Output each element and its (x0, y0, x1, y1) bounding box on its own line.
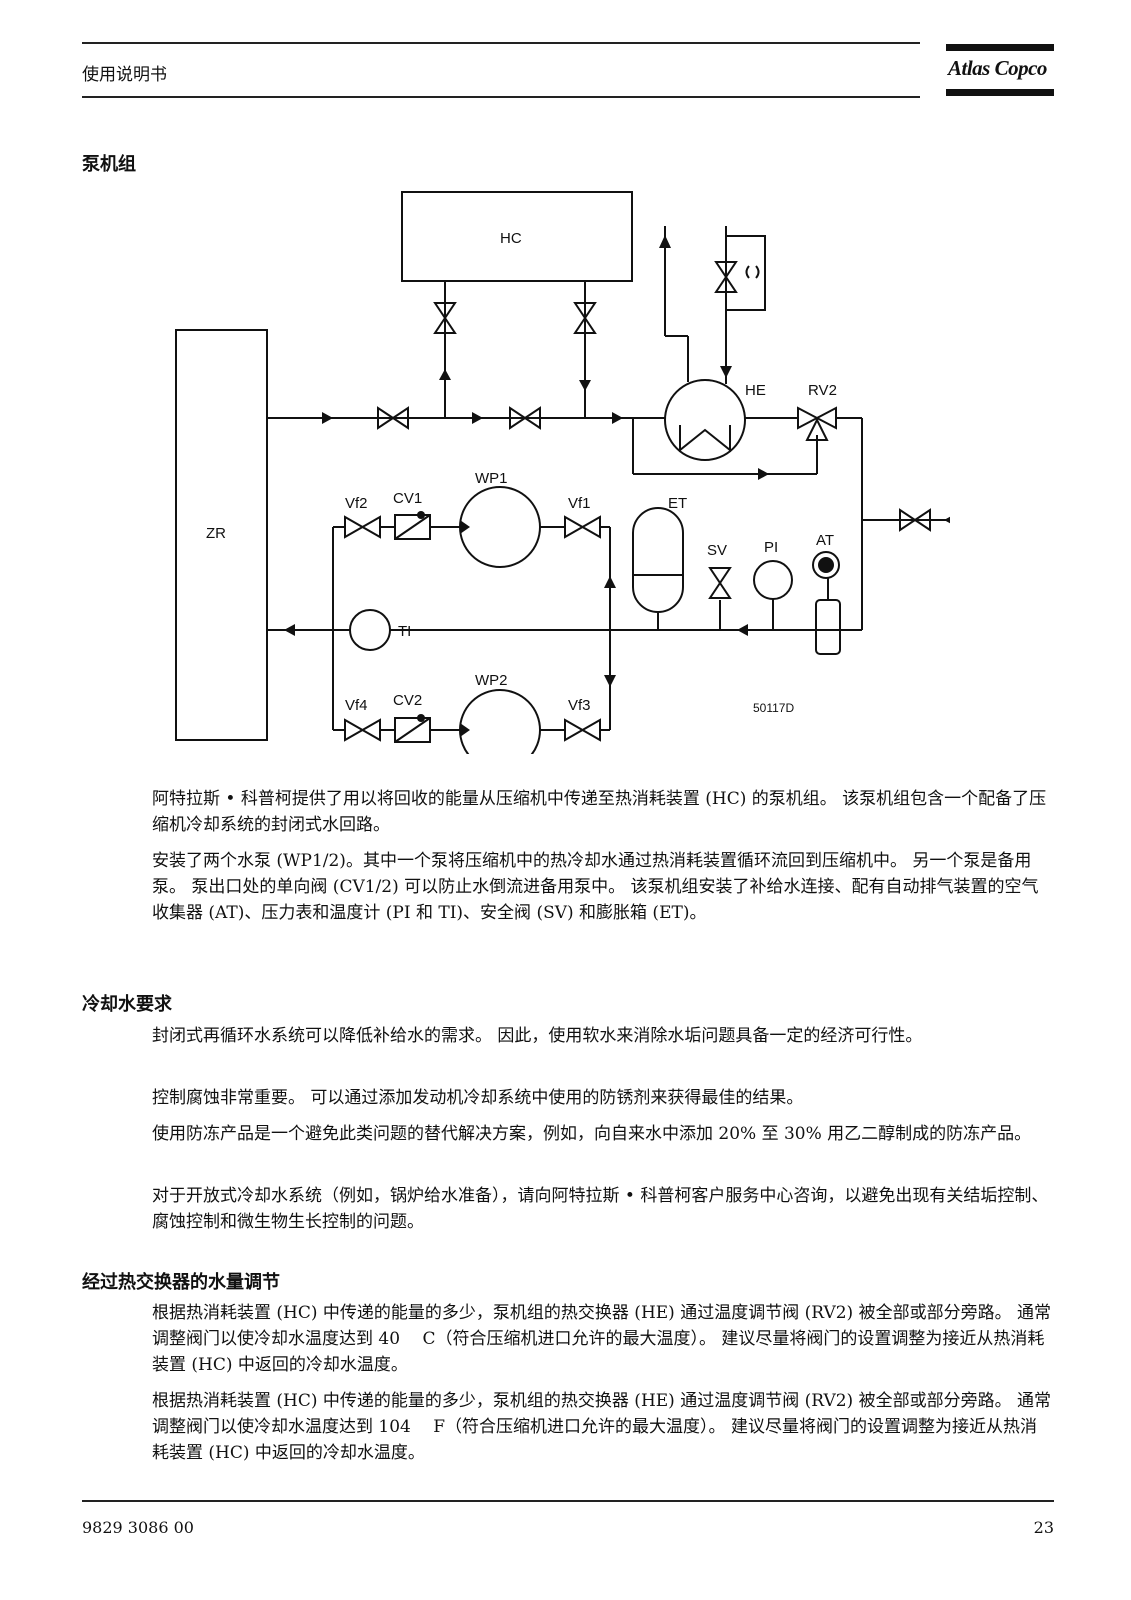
heading-flow-regulation: 经过热交换器的水量调节 (82, 1272, 280, 1293)
paragraph-closed-system: 封闭式再循环水系统可以降低补给水的需求。 因此，使用软水来消除水垢问题具备一定的… (152, 1026, 923, 1046)
label-vf1: Vf1 (568, 495, 591, 512)
label-et: ET (668, 495, 687, 512)
paragraph-pumps: 安装了两个水泵 (WP1/2)。其中一个泵将压缩机中的热冷却水通过热消耗装置循环… (152, 851, 1039, 923)
label-vf2: Vf2 (345, 495, 368, 512)
label-rv2: RV2 (808, 382, 837, 399)
header-bottom-rule (82, 96, 920, 98)
heading-cooling-water: 冷却水要求 (82, 994, 172, 1015)
label-pi: PI (764, 539, 778, 556)
label-wp1: WP1 (475, 470, 508, 487)
paragraph-open-system: 对于开放式冷却水系统（例如，锅炉给水准备），请向阿特拉斯 • 科普柯客户服务中心… (152, 1186, 1049, 1232)
label-vf3: Vf3 (568, 697, 591, 714)
footer-rule (82, 1500, 1054, 1502)
atlas-copco-logo: Atlas Copco (946, 44, 1054, 96)
label-ref: 50117D (753, 701, 794, 715)
paragraph-regulation-celsius: 根据热消耗装置 (HC) 中传递的能量的多少，泵机组的热交换器 (HE) 通过温… (152, 1303, 1051, 1375)
paragraph-corrosion: 控制腐蚀非常重要。 可以通过添加发动机冷却系统中使用的防锈剂来获得最佳的结果。 (152, 1088, 804, 1108)
pump-unit-schematic: HC ZR HE RV2 WP1 WP2 Vf2 CV1 Vf1 Vf4 CV2… (175, 191, 950, 754)
label-hc: HC (500, 230, 522, 247)
footer-doc-number: 9829 3086 00 (82, 1518, 194, 1537)
paragraph-antifreeze: 使用防冻产品是一个避免此类问题的替代解决方案，例如，向自来水中添加 20% 至 … (152, 1124, 1032, 1144)
label-ti: TI (398, 623, 411, 640)
header-top-rule (82, 42, 920, 44)
label-cv1: CV1 (393, 490, 422, 507)
paragraph-intro: 阿特拉斯 • 科普柯提供了用以将回收的能量从压缩机中传递至热消耗装置 (HC) … (152, 789, 1047, 835)
label-cv2: CV2 (393, 692, 422, 709)
header-title: 使用说明书 (82, 65, 167, 85)
label-at: AT (816, 532, 834, 549)
label-vf4: Vf4 (345, 697, 368, 714)
paragraph-regulation-fahrenheit: 根据热消耗装置 (HC) 中传递的能量的多少，泵机组的热交换器 (HE) 通过温… (152, 1391, 1051, 1463)
label-sv: SV (707, 542, 727, 559)
label-zr: ZR (206, 525, 226, 542)
heading-pump-unit: 泵机组 (82, 154, 136, 175)
label-he: HE (745, 382, 766, 399)
label-wp2: WP2 (475, 672, 508, 689)
footer-page-number: 23 (1033, 1518, 1054, 1537)
